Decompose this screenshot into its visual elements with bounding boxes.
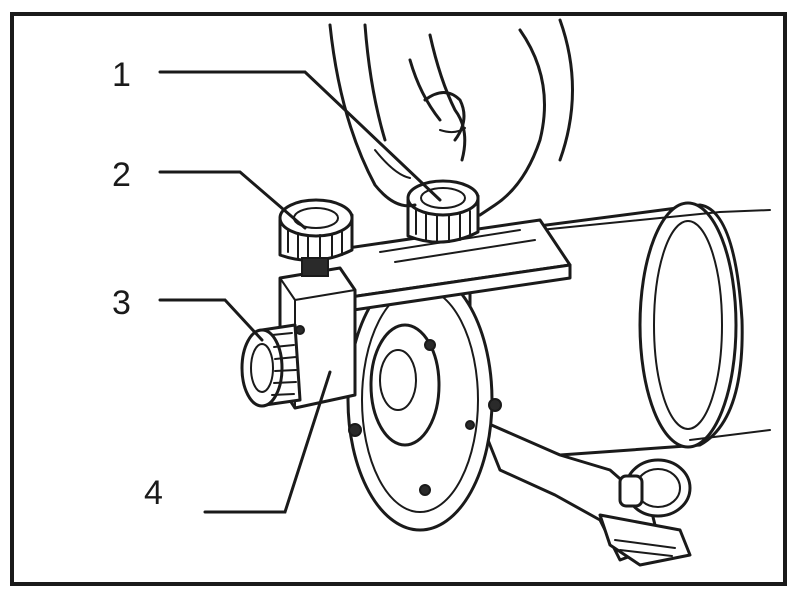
hand xyxy=(328,18,574,217)
callout-3: 3 xyxy=(112,284,131,322)
leader-2 xyxy=(158,170,307,230)
callout-4: 4 xyxy=(144,474,163,512)
handle-base xyxy=(478,418,692,567)
knob-2 xyxy=(278,198,354,277)
figure-frame xyxy=(10,12,787,586)
knob-3 xyxy=(240,323,302,408)
leader-1 xyxy=(158,70,442,202)
callout-leaders xyxy=(158,70,442,514)
callout-2: 2 xyxy=(112,156,131,194)
knob-1 xyxy=(406,179,480,244)
leader-4 xyxy=(203,370,332,514)
callout-1: 1 xyxy=(112,56,131,94)
leader-3 xyxy=(158,298,264,342)
lower-lock-knob xyxy=(618,458,692,518)
